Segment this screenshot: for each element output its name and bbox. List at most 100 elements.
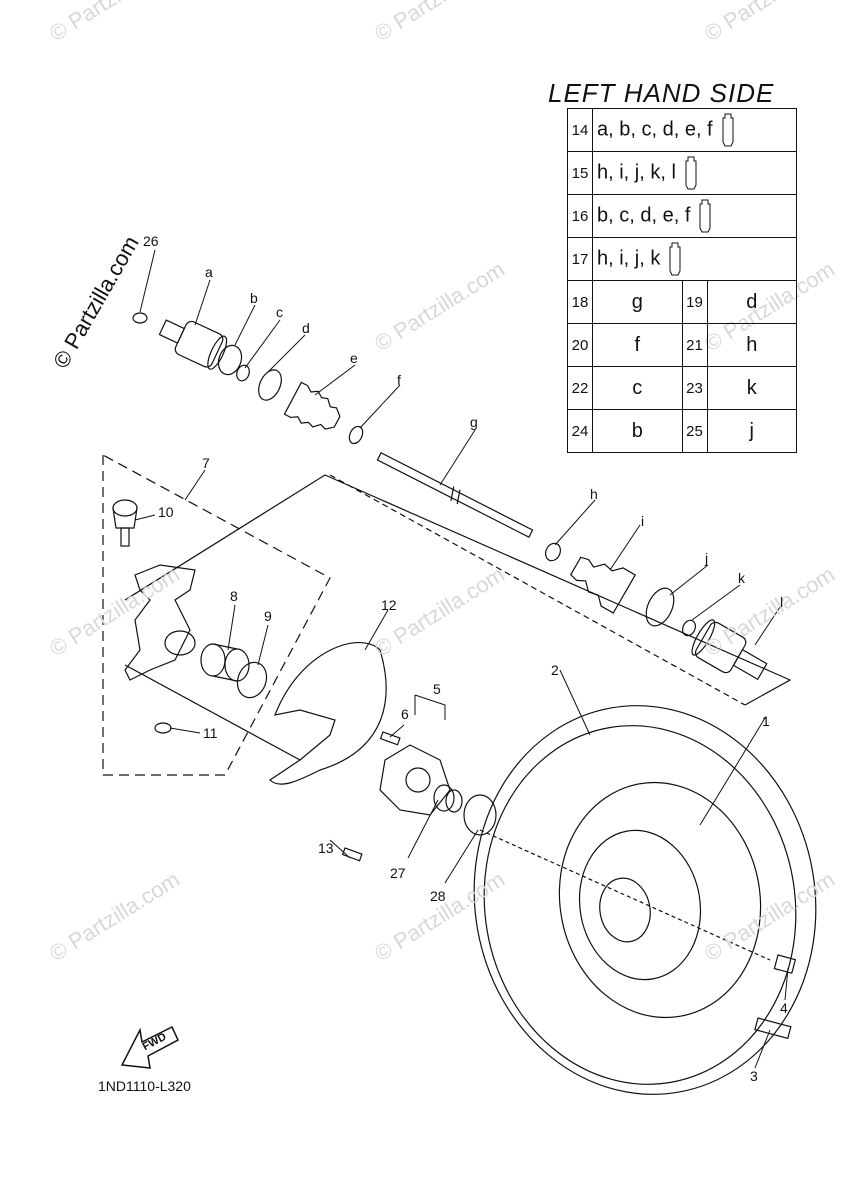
bearing-8 — [200, 643, 250, 682]
callout-27: 27 — [390, 865, 406, 881]
row-number: 24 — [567, 409, 593, 453]
knuckle-group-outline — [102, 454, 331, 776]
inner-cv-joint — [691, 619, 768, 681]
callout-2: 2 — [551, 662, 559, 678]
steering-knuckle — [124, 564, 196, 681]
callout-4: 4 — [780, 1000, 788, 1016]
assembly-frame-line — [124, 474, 792, 706]
table-row: 24 b 25 j — [567, 409, 797, 453]
bolt-13 — [341, 847, 363, 862]
callout-g: g — [470, 414, 478, 430]
row-number: 18 — [567, 280, 593, 324]
wheel-rim-1 — [558, 781, 762, 1019]
callout-13: 13 — [318, 840, 334, 856]
callout-d: d — [302, 320, 310, 336]
wheel-hub-5 — [379, 744, 451, 816]
row-number: 15 — [567, 151, 593, 195]
tire-2 — [473, 705, 817, 1095]
table-row: 22 c 23 k — [567, 366, 797, 410]
row-value: c — [592, 366, 683, 410]
o-ring-b — [217, 344, 243, 376]
row-codes: a, b, c, d, e, f — [592, 108, 797, 152]
kit-table: 14 a, b, c, d, e, f 15 h, i, j, k, l 16 … — [567, 108, 797, 453]
callout-9: 9 — [264, 608, 272, 624]
row-value: d — [706, 280, 797, 324]
row-number: 14 — [567, 108, 593, 152]
band-f — [348, 425, 364, 445]
callout-28: 28 — [430, 888, 446, 904]
band-d — [258, 369, 282, 401]
clip-k — [681, 619, 697, 637]
row-value: f — [592, 323, 683, 367]
row-number: 21 — [681, 323, 708, 367]
table-row: 14 a, b, c, d, e, f — [567, 108, 797, 152]
nut-27 — [433, 784, 463, 813]
callout-a: a — [205, 264, 213, 280]
table-row: 15 h, i, j, k, l — [567, 151, 797, 195]
callout-12: 12 — [381, 597, 397, 613]
callout-6: 6 — [401, 706, 409, 722]
row-value: j — [706, 409, 797, 453]
row-value: k — [706, 366, 797, 410]
row-codes: h, i, j, k — [592, 237, 797, 281]
grease-tube-icon — [685, 156, 697, 190]
row-number: 17 — [567, 237, 593, 281]
row-codes: b, c, d, e, f — [592, 194, 797, 238]
callout-b: b — [250, 290, 258, 306]
table-row: 16 b, c, d, e, f — [567, 194, 797, 238]
callout-3: 3 — [750, 1068, 758, 1084]
callout-26: 26 — [143, 233, 159, 249]
row-number: 16 — [567, 194, 593, 238]
grease-tube-icon — [722, 113, 734, 147]
row-codes: h, i, j, k, l — [592, 151, 797, 195]
stud-3 — [754, 1017, 792, 1040]
table-row: 20 f 21 h — [567, 323, 797, 367]
table-row: 17 h, i, j, k — [567, 237, 797, 281]
callout-7: 7 — [202, 455, 210, 471]
drive-shaft-g — [376, 452, 534, 538]
circlip-26 — [132, 312, 148, 324]
boot-i — [569, 556, 637, 614]
row-value: g — [592, 280, 683, 324]
callout-j: j — [705, 550, 709, 566]
circlip-9 — [236, 661, 268, 699]
tire-inner — [483, 725, 797, 1085]
band-h — [545, 542, 561, 562]
grease-tube-icon — [669, 242, 681, 276]
callout-8: 8 — [230, 588, 238, 604]
band-j — [645, 587, 675, 627]
ball-joint-10 — [112, 499, 138, 547]
callout-i: i — [641, 513, 645, 529]
callout-1: 1 — [762, 713, 770, 729]
callout-f: f — [397, 372, 401, 388]
row-number: 19 — [681, 280, 708, 324]
row-number: 23 — [681, 366, 708, 410]
table-row: 18 g 19 d — [567, 280, 797, 324]
diagram-code: 1ND1110-L320 — [98, 1078, 191, 1094]
callout-l: l — [780, 594, 784, 610]
boot-e — [283, 381, 341, 430]
row-value: b — [592, 409, 683, 453]
row-number: 20 — [567, 323, 593, 367]
callout-5: 5 — [433, 681, 441, 697]
disc-guard-12 — [269, 642, 387, 785]
lug-nut-4 — [773, 954, 797, 974]
callout-h: h — [590, 486, 598, 502]
clip-c — [236, 364, 250, 382]
callout-10: 10 — [158, 504, 174, 520]
grease-tube-icon — [699, 199, 711, 233]
callout-11: 11 — [203, 725, 218, 741]
callout-k: k — [738, 570, 745, 586]
fwd-arrow-icon — [120, 1025, 179, 1069]
callout-e: e — [350, 350, 358, 366]
row-number: 25 — [681, 409, 708, 453]
row-value: h — [706, 323, 797, 367]
section-title: LEFT HAND SIDE — [548, 78, 775, 108]
cotter-11 — [154, 722, 172, 734]
cap-28 — [463, 794, 497, 836]
outer-cv-joint — [158, 319, 228, 370]
bolt-6 — [379, 731, 401, 746]
callout-c: c — [276, 304, 283, 320]
leader-lines — [134, 249, 789, 1069]
